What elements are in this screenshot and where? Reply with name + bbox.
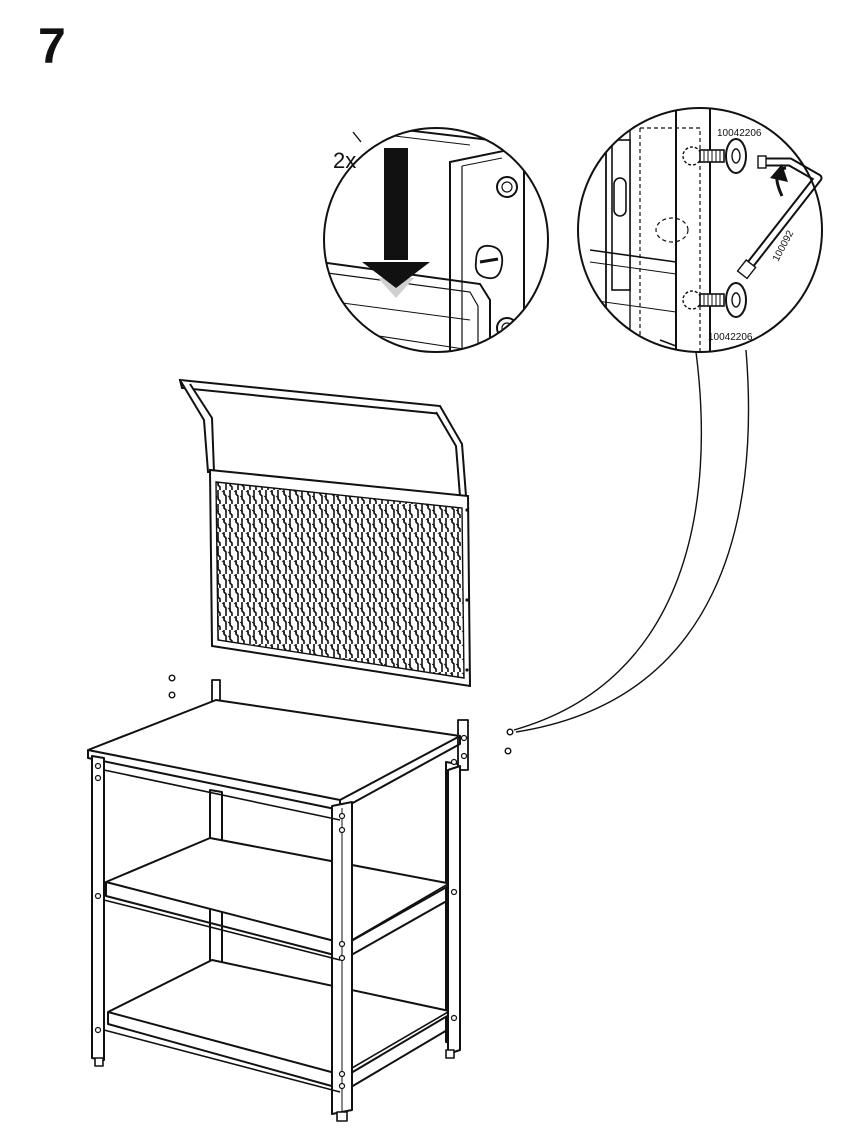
allen-key-icon (736, 155, 823, 280)
callout-leader-line-outer (515, 349, 750, 733)
quantity-label: 2x (333, 148, 356, 173)
shelf-unit (87, 679, 469, 1122)
screw-bottom-part-number: 10042206 (708, 332, 753, 343)
screw-top-icon (699, 138, 747, 174)
step-number: 7 (38, 18, 66, 74)
screws-right (504, 728, 514, 755)
screws-left (168, 674, 176, 699)
back-panel (178, 378, 472, 688)
callout-left: 2x (323, 127, 549, 353)
down-arrow-icon (362, 148, 430, 298)
callout-leader-line (513, 351, 703, 731)
screw-top-part-number: 10042206 (717, 128, 762, 139)
callout-right: 10042206 10042206 100092 (577, 107, 823, 353)
screw-bottom-icon (699, 282, 747, 318)
rotate-arrow-icon (770, 164, 788, 197)
post-bolts (94, 734, 468, 1090)
